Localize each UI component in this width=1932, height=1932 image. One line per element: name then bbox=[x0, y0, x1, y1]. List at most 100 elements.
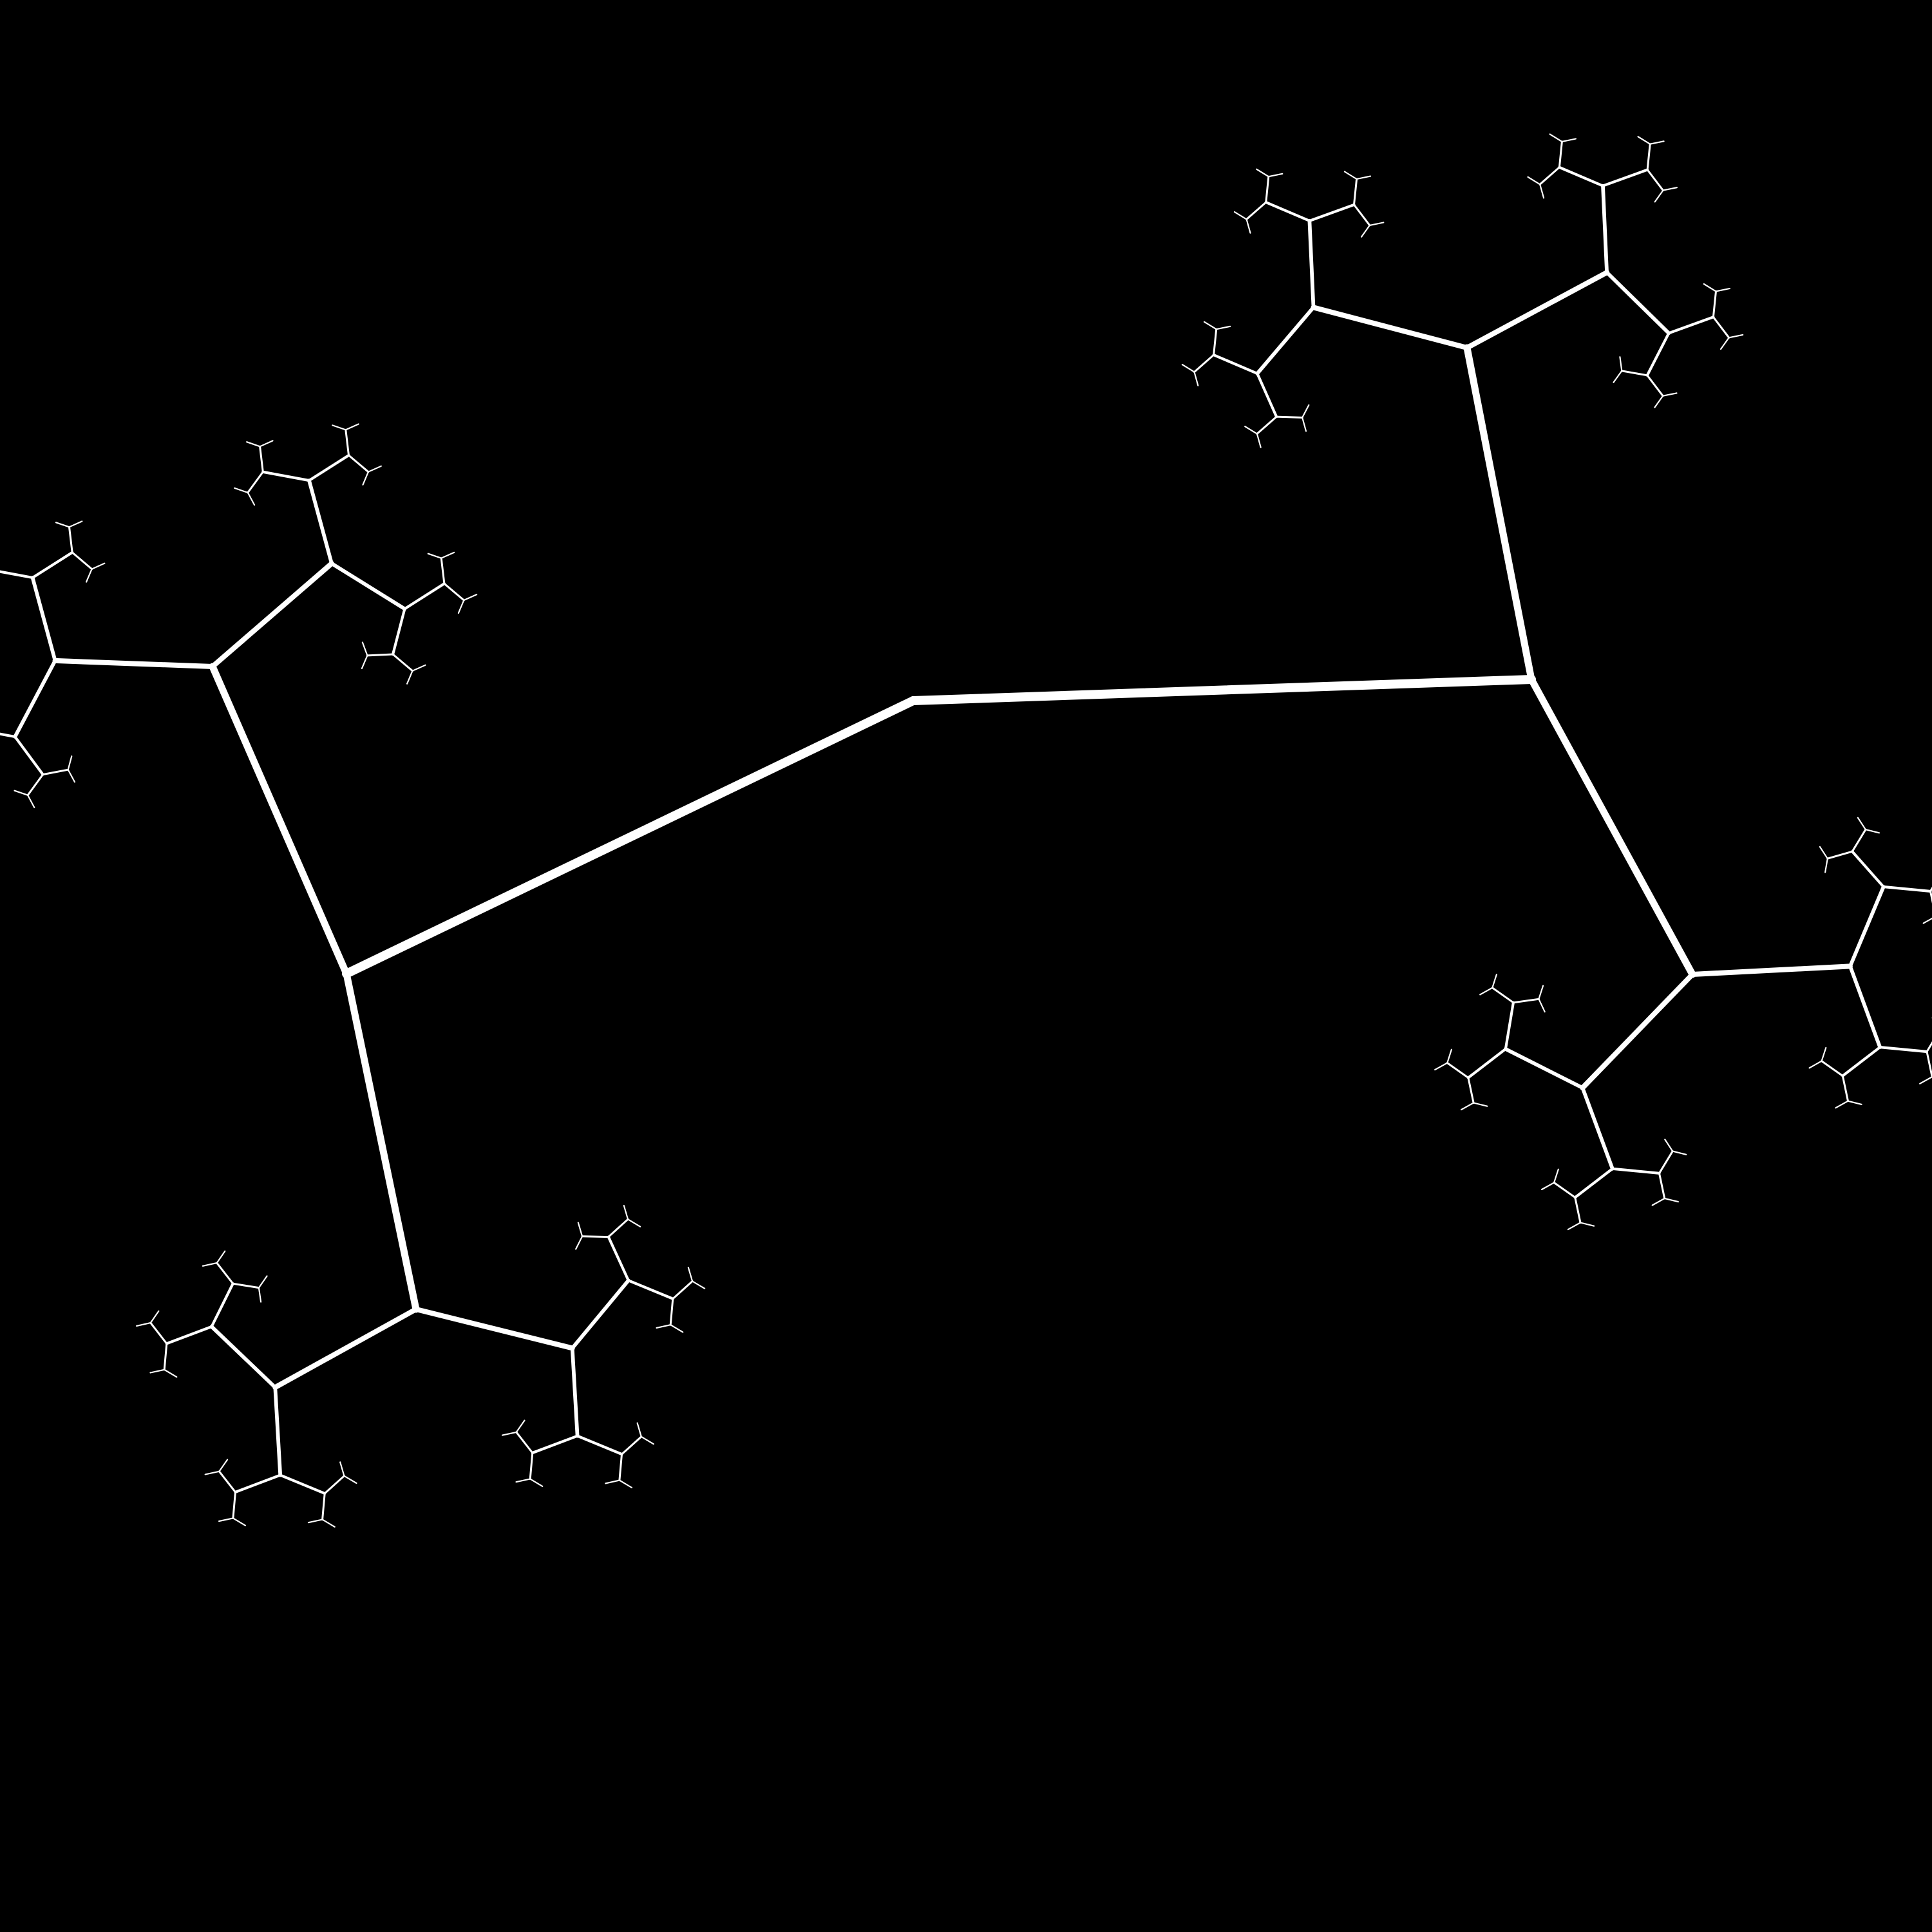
branch-level-6 bbox=[1553, 1168, 1559, 1184]
branch-level-2 bbox=[52, 658, 215, 669]
branch-level-5 bbox=[1353, 204, 1371, 227]
branch-level-3 bbox=[570, 1346, 580, 1438]
branch-level-6 bbox=[361, 641, 368, 656]
branch-level-3 bbox=[1848, 964, 1882, 1049]
branch-level-6 bbox=[1233, 211, 1247, 220]
branch-level-6 bbox=[692, 1280, 706, 1289]
branch-level-6 bbox=[1267, 173, 1283, 178]
branch-level-6 bbox=[1651, 1197, 1665, 1206]
branch-level-4 bbox=[279, 1473, 327, 1495]
branch-level-6 bbox=[1808, 1060, 1823, 1069]
branch-level-4 bbox=[31, 551, 74, 580]
branch-level-4 bbox=[1851, 850, 1885, 889]
branch-level-6 bbox=[332, 424, 346, 431]
branch-level-6 bbox=[258, 1275, 268, 1289]
branch-level-6 bbox=[636, 1422, 642, 1437]
branch-level-1 bbox=[209, 663, 350, 978]
branch-level-4 bbox=[627, 1279, 674, 1300]
branch-level-5 bbox=[1620, 370, 1649, 377]
branch-level-5 bbox=[1553, 1181, 1577, 1198]
branch-level-4 bbox=[1558, 166, 1605, 187]
branch-level-6 bbox=[515, 1478, 531, 1483]
branch-level-4 bbox=[1879, 1046, 1929, 1054]
branch-level-6 bbox=[136, 1322, 151, 1327]
branch-level-6 bbox=[1245, 218, 1251, 234]
branch-level-6 bbox=[164, 1368, 178, 1378]
branch-level-5 bbox=[581, 1235, 610, 1238]
branch-level-5 bbox=[618, 1453, 623, 1482]
branch-level-6 bbox=[1368, 222, 1385, 226]
branch-level-4 bbox=[576, 1434, 623, 1456]
branch-level-5 bbox=[1929, 890, 1932, 904]
branch-level-5 bbox=[42, 768, 70, 776]
branch-level-6 bbox=[259, 440, 274, 448]
branch-level-6 bbox=[627, 1218, 641, 1227]
branch-level-5 bbox=[1851, 828, 1867, 853]
branch-level-5 bbox=[345, 428, 350, 457]
branch-level-6 bbox=[1181, 364, 1195, 373]
branch-level-4 bbox=[1264, 201, 1311, 222]
branch-level-6 bbox=[362, 471, 369, 486]
branch-level-2 bbox=[210, 561, 334, 669]
branch-level-6 bbox=[618, 1479, 633, 1489]
branch-level-6 bbox=[1663, 1197, 1679, 1203]
branch-level-4 bbox=[1667, 316, 1715, 335]
branch-level-6 bbox=[68, 520, 83, 528]
branch-level-5 bbox=[669, 1298, 674, 1326]
branch-level-6 bbox=[218, 1459, 229, 1472]
branch-level-6 bbox=[14, 790, 29, 796]
branch-level-4 bbox=[234, 1473, 282, 1493]
branch-level-6 bbox=[1672, 1150, 1687, 1155]
branch-level-6 bbox=[1473, 1102, 1488, 1107]
branch-level-1 bbox=[343, 970, 420, 1313]
branch-level-5 bbox=[216, 1262, 234, 1285]
branch-level-6 bbox=[623, 1204, 629, 1220]
branch-level-5 bbox=[1712, 290, 1717, 318]
branch-level-4 bbox=[1601, 168, 1649, 187]
branch-level-3 bbox=[1255, 305, 1316, 375]
branch-level-6 bbox=[202, 1262, 218, 1267]
branch-level-6 bbox=[1662, 392, 1678, 397]
branch-level-6 bbox=[529, 1478, 544, 1487]
branch-level-4 bbox=[1611, 1167, 1661, 1175]
branch-level-6 bbox=[1256, 433, 1262, 448]
branch-level-6 bbox=[1203, 321, 1217, 330]
branch-level-6 bbox=[687, 1267, 694, 1282]
branch-level-5 bbox=[149, 1321, 168, 1345]
branch-level-6 bbox=[149, 1368, 166, 1374]
branch-level-6 bbox=[1649, 140, 1665, 145]
branch-level-6 bbox=[1728, 334, 1744, 339]
branch-level-6 bbox=[367, 465, 382, 473]
branch-level-6 bbox=[232, 1517, 247, 1526]
branch-level-5 bbox=[1512, 998, 1540, 1004]
branch-level-5 bbox=[392, 653, 413, 672]
branch-level-4 bbox=[1256, 372, 1278, 419]
branch-level-5 bbox=[607, 1218, 629, 1238]
branch-level-4 bbox=[1308, 203, 1356, 222]
branch-level-5 bbox=[1213, 328, 1218, 356]
trunk-segment bbox=[342, 696, 918, 978]
branch-level-5 bbox=[672, 1280, 694, 1300]
branch-level-5 bbox=[259, 445, 264, 473]
branch-level-3 bbox=[1605, 270, 1671, 336]
branch-level-6 bbox=[640, 1435, 654, 1445]
branch-level-3 bbox=[1601, 184, 1609, 274]
branch-level-5 bbox=[348, 454, 370, 473]
branch-level-3 bbox=[209, 1325, 278, 1390]
branch-level-6 bbox=[1567, 1222, 1582, 1231]
branch-level-6 bbox=[91, 562, 106, 570]
branch-level-6 bbox=[1922, 917, 1932, 924]
branch-level-6 bbox=[1654, 189, 1664, 203]
branch-level-6 bbox=[440, 551, 455, 559]
branch-level-6 bbox=[656, 1324, 672, 1329]
branch-level-6 bbox=[1654, 395, 1664, 408]
branch-level-4 bbox=[261, 470, 311, 482]
branch-level-4 bbox=[392, 607, 406, 656]
branch-level-6 bbox=[1703, 283, 1717, 292]
branch-level-6 bbox=[406, 670, 413, 685]
branch-level-6 bbox=[247, 491, 256, 506]
branch-level-6 bbox=[1821, 1046, 1827, 1062]
branch-level-4 bbox=[531, 1434, 579, 1455]
branch-level-6 bbox=[1538, 998, 1546, 1013]
